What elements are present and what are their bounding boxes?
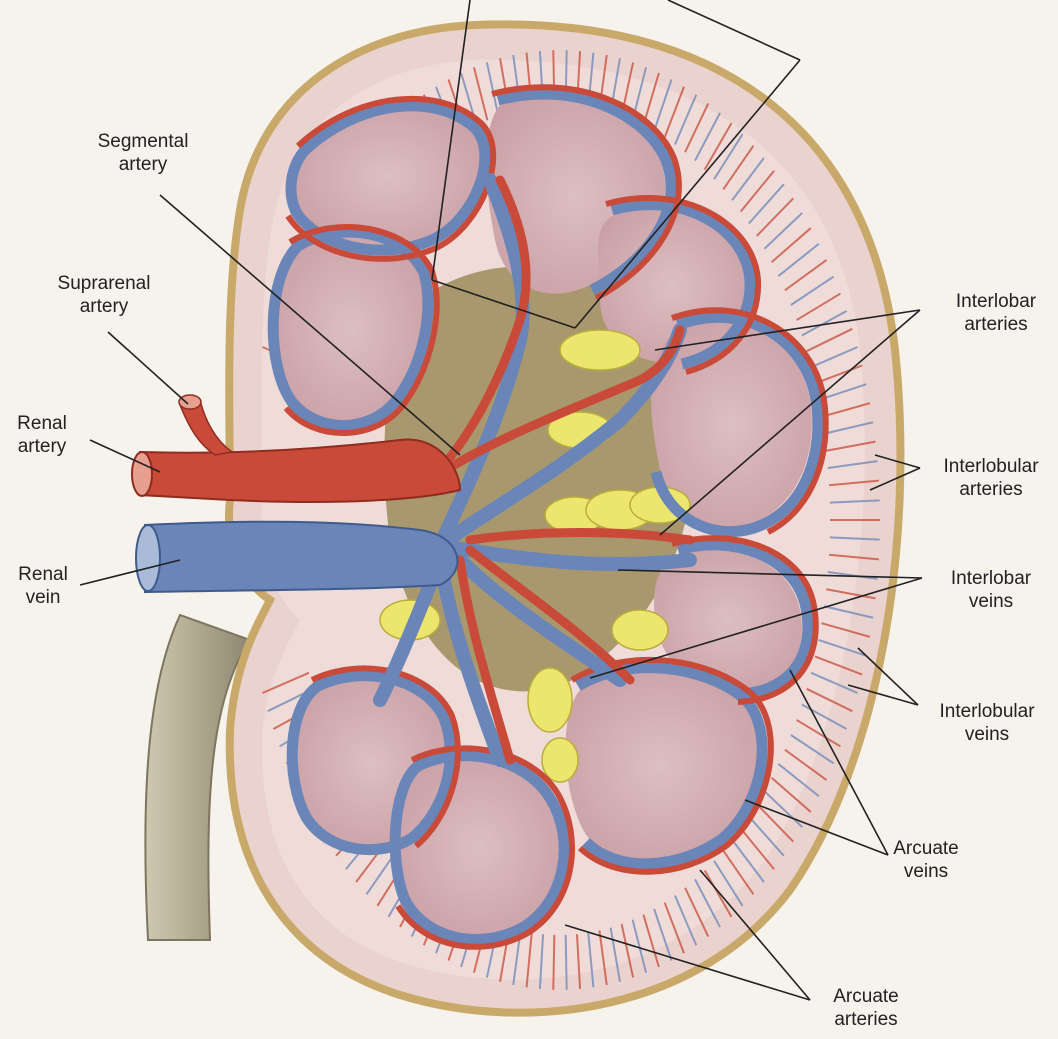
interlobular-vein-ray <box>566 935 567 990</box>
renal-vein <box>145 522 457 592</box>
interlobular-artery-ray <box>553 935 554 990</box>
renal-vein-lumen <box>136 525 160 591</box>
renal-artery <box>140 440 460 502</box>
suprarenal-artery-lumen <box>179 395 201 409</box>
renal-artery-lumen <box>132 452 152 496</box>
